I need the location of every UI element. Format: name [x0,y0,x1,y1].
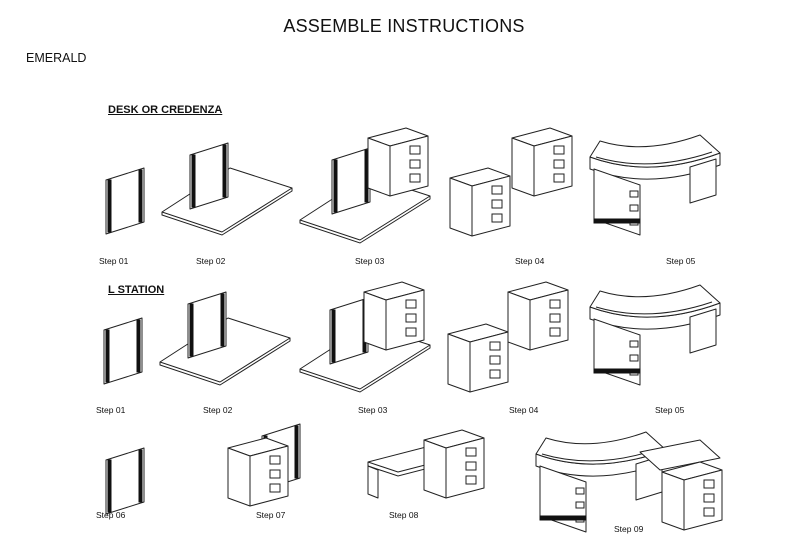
desk-step-04-label: Step 04 [515,256,545,266]
desk-step-01-label: Step 01 [99,256,129,266]
l-step-07-figure [227,423,301,507]
l-step-04-label: Step 04 [509,405,539,415]
l-step-02-figure [159,291,291,386]
l-step-08-figure [367,429,485,499]
l-step-06-label: Step 06 [96,510,126,520]
l-step-05-label: Step 05 [655,405,685,415]
desk-step-03-figure [299,127,431,244]
desk-step-04-figure [449,127,573,237]
product-name: EMERALD [26,51,87,65]
l-step-01-label: Step 01 [96,405,126,415]
desk-step-01-figure [105,167,145,235]
l-step-07-label: Step 07 [256,510,286,520]
desk-step-02-figure [161,142,293,236]
l-step-06-figure [105,447,145,515]
page-title: ASSEMBLE INSTRUCTIONS [283,16,525,36]
l-step-09-label: Step 09 [614,524,644,534]
l-step-08-label: Step 08 [389,510,419,520]
desk-step-05-label: Step 05 [666,256,696,266]
l-step-05-figure [589,284,721,386]
desk-step-03-label: Step 03 [355,256,385,266]
desk-step-02-label: Step 02 [196,256,226,266]
section-heading-desk: DESK OR CREDENZA [108,104,223,116]
section-heading-l-station: L STATION [108,284,165,296]
l-step-01-figure [103,317,143,385]
l-step-03-label: Step 03 [358,405,388,415]
desk-step-05-figure [589,134,721,236]
l-step-03-figure [299,281,431,393]
l-step-02-label: Step 02 [203,405,233,415]
l-step-09-figure [535,431,723,533]
l-step-04-figure [447,281,569,393]
